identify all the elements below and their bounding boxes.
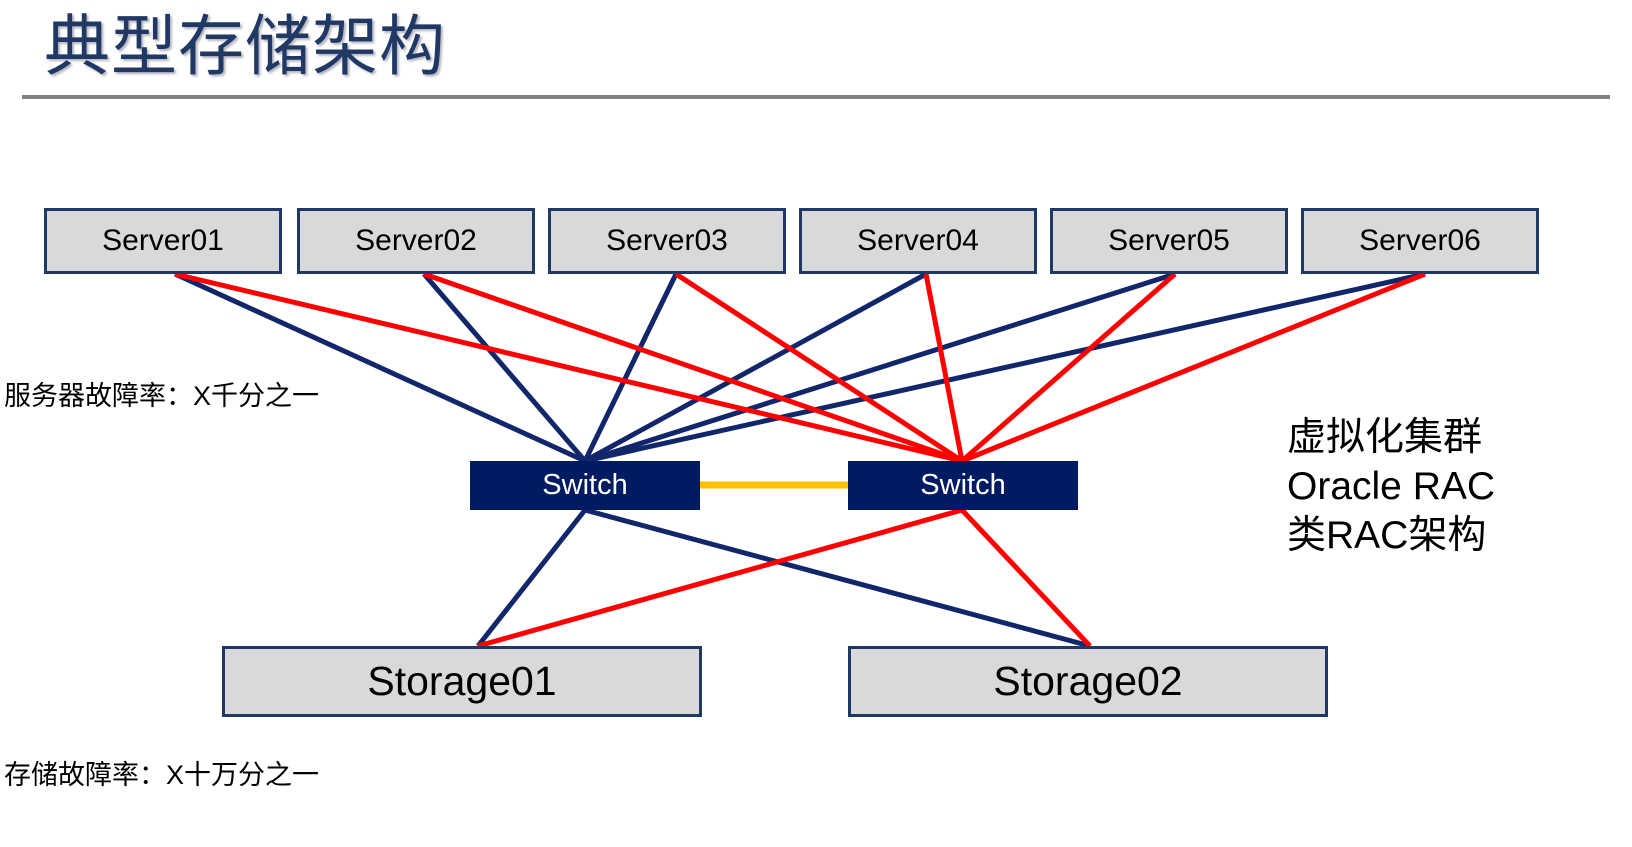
node-label: Server03 xyxy=(606,224,728,257)
annotation-storage-failure-rate: 存储故障率：X十万分之一 xyxy=(4,760,320,790)
page-title: 典型存储架构 xyxy=(44,9,446,83)
node-label: Storage02 xyxy=(993,658,1183,704)
links-switch-b-to-storages xyxy=(477,507,1092,649)
node-switch-b[interactable]: Switch xyxy=(848,461,1078,510)
links-switch-a-to-storages xyxy=(476,507,1091,649)
link-server-4-to-switch-a xyxy=(583,271,928,464)
node-label: Storage01 xyxy=(367,658,557,704)
cluster-line-1: 虚拟化集群 xyxy=(1287,416,1483,459)
node-label: Server05 xyxy=(1108,224,1230,257)
node-server-02[interactable]: Server02 xyxy=(297,208,535,274)
node-label: Switch xyxy=(920,469,1006,501)
node-server-03[interactable]: Server03 xyxy=(548,208,786,274)
link-server-2-to-switch-a xyxy=(422,272,587,463)
link-switch-a-to-storage-02 xyxy=(584,507,1091,649)
annotation-cluster-types: 虚拟化集群 Oracle RAC 类RAC架构 xyxy=(1287,413,1495,560)
link-server-6-to-switch-a xyxy=(584,271,1426,464)
node-server-01[interactable]: Server01 xyxy=(44,208,282,274)
link-server-5-to-switch-a xyxy=(584,271,1176,464)
node-storage-02[interactable]: Storage02 xyxy=(848,646,1328,717)
node-label: Server02 xyxy=(355,224,477,257)
links-servers-to-switch-b xyxy=(174,271,1426,464)
link-server-2-to-switch-b xyxy=(423,271,963,464)
link-switch-a-to-storage-01 xyxy=(476,508,587,648)
link-server-4-to-switch-b xyxy=(923,273,965,462)
links-servers-to-switch-a xyxy=(173,271,1426,464)
node-label: Server01 xyxy=(102,224,224,257)
node-label: Server06 xyxy=(1359,224,1481,257)
cluster-line-3: 类RAC架构 xyxy=(1287,514,1487,557)
annotation-server-failure-rate: 服务器故障率：X千分之一 xyxy=(4,381,320,411)
node-switch-a[interactable]: Switch xyxy=(470,461,700,510)
link-server-5-to-switch-b xyxy=(960,272,1177,463)
link-switch-b-to-storage-02 xyxy=(960,508,1092,648)
link-server-3-to-switch-b xyxy=(674,271,964,464)
node-server-06[interactable]: Server06 xyxy=(1301,208,1539,274)
link-switch-b-to-storage-01 xyxy=(477,507,963,649)
node-storage-01[interactable]: Storage01 xyxy=(222,646,702,717)
link-server-1-to-switch-b xyxy=(174,271,963,464)
node-server-04[interactable]: Server04 xyxy=(799,208,1037,274)
cluster-line-2: Oracle RAC xyxy=(1287,465,1496,508)
title-divider xyxy=(22,95,1610,99)
node-server-05[interactable]: Server05 xyxy=(1050,208,1288,274)
link-server-3-to-switch-a xyxy=(582,272,679,463)
node-label: Switch xyxy=(542,469,628,501)
link-server-6-to-switch-b xyxy=(961,271,1426,464)
node-label: Server04 xyxy=(857,224,979,257)
link-server-1-to-switch-a xyxy=(173,271,587,464)
